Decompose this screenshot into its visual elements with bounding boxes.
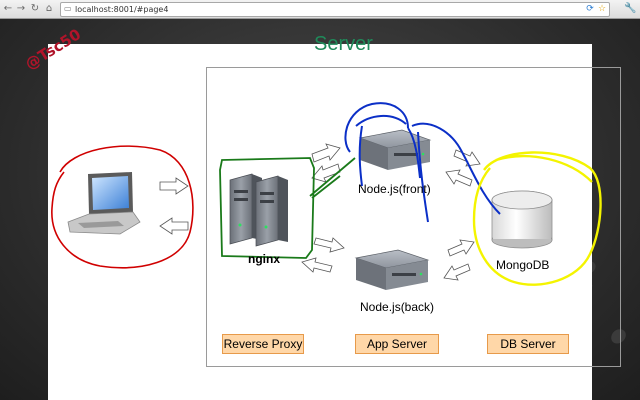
browser-toolbar: ← → ↻ ⌂ ▭ localhost:8001/#page4 ⟳ ☆ 🔧 (0, 0, 640, 19)
red-annotation-circle (51, 145, 194, 269)
database-icon (491, 190, 553, 249)
db-server-label: DB Server (487, 334, 569, 354)
reverse-proxy-label: Reverse Proxy (222, 334, 304, 354)
server-title: Server (314, 33, 373, 55)
forward-icon[interactable]: → (16, 3, 26, 14)
server-rack-icon (229, 173, 288, 247)
nginx-label: nginx (248, 252, 280, 266)
reload-icon[interactable]: ↻ (30, 3, 40, 14)
yellow-annotation-circle (472, 151, 602, 286)
laptop-icon (67, 172, 141, 235)
node-back-label: Node.js(back) (360, 300, 435, 314)
node-front-label: Node.js(front) (358, 182, 431, 196)
arrow-icon (159, 177, 189, 235)
address-bar[interactable]: ▭ localhost:8001/#page4 ⟳ ☆ (60, 2, 610, 17)
wrench-icon[interactable]: 🔧 (624, 3, 637, 14)
home-icon[interactable]: ⌂ (45, 3, 53, 14)
address-url: localhost:8001/#page4 (75, 5, 169, 14)
page-icon: ▭ (64, 4, 72, 13)
green-annotation-box (219, 157, 356, 259)
app-server-label: App Server (355, 334, 439, 354)
blue-annotation-scribble (344, 102, 501, 223)
sync-icon[interactable]: ⟳ (586, 4, 594, 14)
mongodb-label: MongoDB (496, 258, 550, 272)
server-box-icon (354, 249, 430, 290)
server-frame (206, 67, 621, 367)
star-icon[interactable]: ☆ (597, 4, 607, 14)
arrow-icon (301, 143, 481, 281)
back-icon[interactable]: ← (3, 3, 13, 14)
